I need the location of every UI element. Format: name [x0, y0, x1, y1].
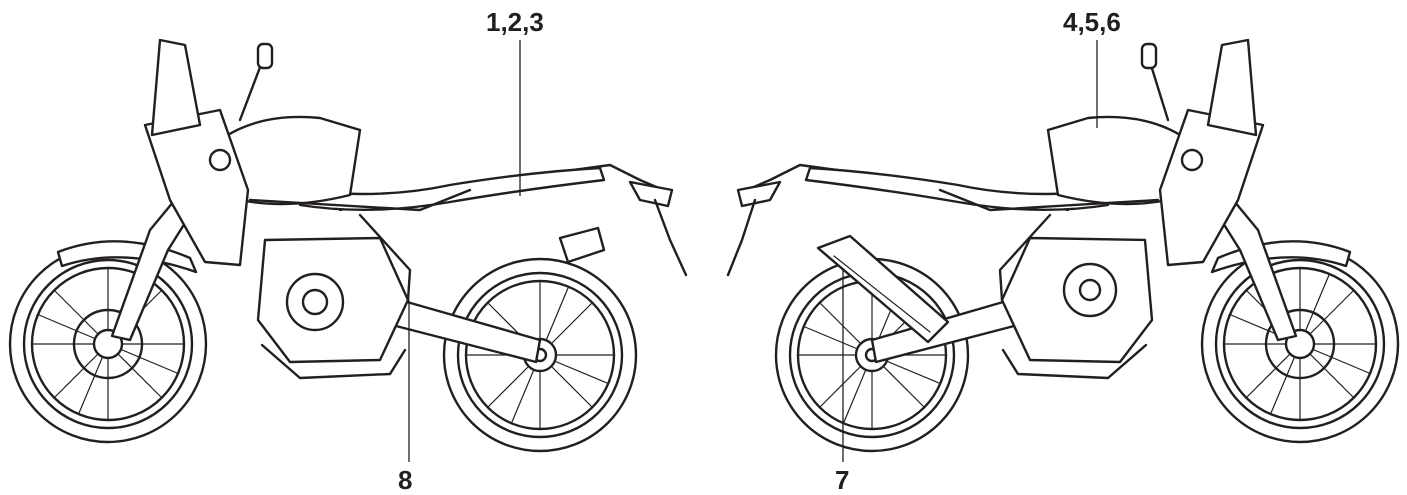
right-mirror-stem [1148, 60, 1170, 122]
right-clutch-cover [1062, 262, 1118, 318]
left-front-mudguard [56, 240, 198, 274]
left-windscreen [150, 38, 202, 137]
right-engine [1000, 236, 1154, 364]
left-brand-emblem [208, 148, 232, 172]
left-rear-plate-holder [653, 198, 688, 277]
left-front-wheel [8, 244, 208, 444]
left-engine [256, 236, 410, 364]
callout-label-right-top: 4,5,6 [1063, 7, 1121, 37]
right-windscreen [1206, 38, 1258, 137]
left-rear-wheel [442, 257, 638, 453]
right-brand-emblem [1180, 148, 1204, 172]
right-tail-light [736, 180, 782, 208]
motorcycle-left-view [8, 38, 688, 453]
right-fuel-tank [1046, 115, 1190, 206]
right-front-wheel [1200, 244, 1400, 444]
left-swingarm [394, 298, 542, 364]
left-exhaust-tip [558, 226, 606, 264]
left-fuel-tank [218, 115, 362, 206]
right-front-mudguard [1210, 240, 1352, 274]
right-muffler [816, 234, 950, 344]
left-mirror-stem [238, 60, 264, 122]
left-side-fairing [143, 108, 250, 267]
callout-label-right-bottom: 7 [835, 465, 850, 495]
right-side-fairing [1158, 108, 1265, 267]
left-skid-plate [260, 343, 407, 380]
right-mirror [1140, 42, 1158, 70]
left-tail-light [628, 180, 674, 208]
left-mirror [256, 42, 274, 70]
callout-label-left-bottom: 8 [398, 465, 413, 495]
callout-label-left-top: 1,2,3 [486, 7, 544, 37]
motorcycle-right-view [726, 38, 1400, 453]
right-skid-plate [1001, 343, 1148, 380]
left-engine-cover [285, 272, 345, 332]
left-frame [248, 188, 472, 302]
right-frame [938, 188, 1160, 302]
right-rear-plate-holder [726, 198, 757, 277]
